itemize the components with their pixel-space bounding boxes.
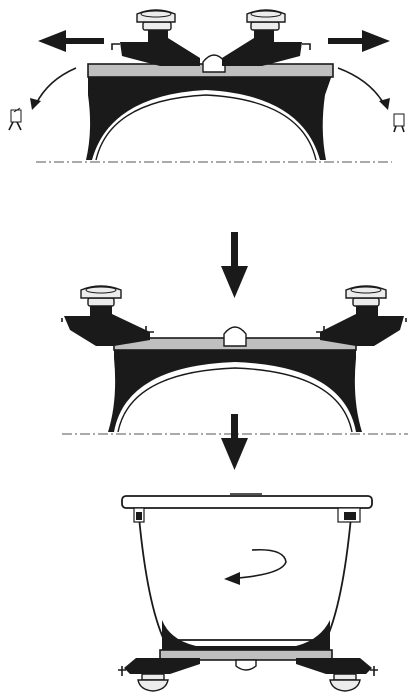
step-3-bathtub-upright bbox=[118, 493, 378, 692]
step-1-bathtub-inverted bbox=[8, 9, 405, 163]
arrow-down-icon bbox=[221, 232, 248, 298]
left-foot-bracket bbox=[124, 658, 200, 674]
curved-arrow-icon bbox=[30, 67, 77, 110]
right-foot-bracket bbox=[222, 30, 302, 66]
left-leveling-foot bbox=[136, 9, 176, 31]
right-foot-bracket bbox=[296, 658, 372, 674]
right-foot-bracket bbox=[320, 306, 404, 346]
arrow-left-icon bbox=[38, 30, 104, 52]
right-leveling-foot bbox=[345, 285, 387, 307]
arrow-right-icon bbox=[328, 30, 390, 52]
arrow-down-icon bbox=[221, 414, 248, 470]
tub-rim bbox=[121, 495, 373, 509]
tub-bowl bbox=[137, 505, 353, 641]
left-foot-bracket bbox=[120, 30, 200, 66]
left-leveling-foot bbox=[137, 673, 169, 692]
wrench-icon bbox=[393, 113, 405, 133]
curved-arrow-icon bbox=[337, 67, 390, 110]
wrench-icon bbox=[8, 107, 22, 131]
tub-underside-body bbox=[86, 75, 332, 160]
center-drain bbox=[202, 54, 226, 73]
rotate-arrow-icon bbox=[224, 548, 287, 585]
step-2-bathtub-lowered bbox=[61, 285, 408, 435]
center-drain bbox=[223, 326, 247, 347]
right-leveling-foot bbox=[329, 673, 361, 692]
left-rim-clip bbox=[133, 507, 145, 523]
left-leveling-foot bbox=[80, 285, 122, 307]
left-foot-bracket bbox=[64, 306, 150, 346]
right-rim-clip bbox=[337, 507, 361, 523]
center-drain bbox=[235, 659, 257, 671]
right-leveling-foot bbox=[246, 9, 286, 31]
tub-underside-body bbox=[108, 345, 362, 432]
